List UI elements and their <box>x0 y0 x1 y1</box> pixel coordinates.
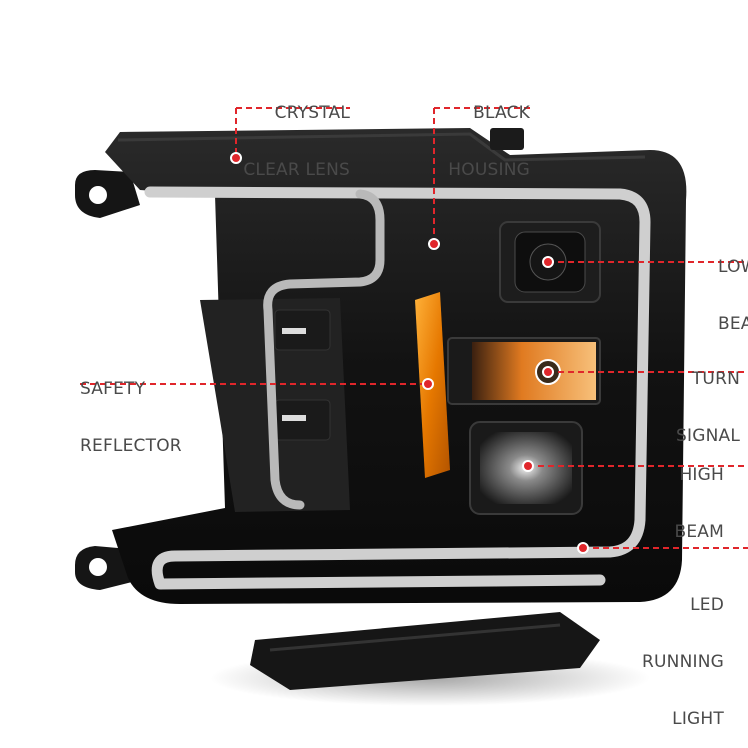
callout-lines <box>80 107 748 549</box>
dot-turn-signal <box>542 366 554 378</box>
dot-led-running-light <box>577 542 589 554</box>
label-low-beam: LOW BEAM <box>718 257 748 334</box>
turn-signal-lens <box>472 342 596 400</box>
label-turn-signal: TURN SIGNAL <box>676 369 740 446</box>
label-safety-reflector: SAFETY REFLECTOR <box>80 379 182 456</box>
label-high-beam: HIGH BEAM <box>674 465 724 542</box>
dot-crystal-clear-lens <box>230 152 242 164</box>
label-led-running-light: LED RUNNING LIGHT <box>642 595 724 729</box>
led-running-light-bar <box>144 186 651 590</box>
dot-low-beam <box>542 256 554 268</box>
dot-safety-reflector <box>422 378 434 390</box>
dot-black-housing <box>428 238 440 250</box>
mount-tab-top <box>75 170 140 218</box>
dot-high-beam <box>522 460 534 472</box>
label-black-housing: BLACK HOUSING <box>448 103 530 180</box>
label-crystal-clear-lens: CRYSTAL CLEAR LENS <box>243 103 350 180</box>
bottom-bracket <box>250 612 600 690</box>
callout-dots <box>230 152 589 554</box>
